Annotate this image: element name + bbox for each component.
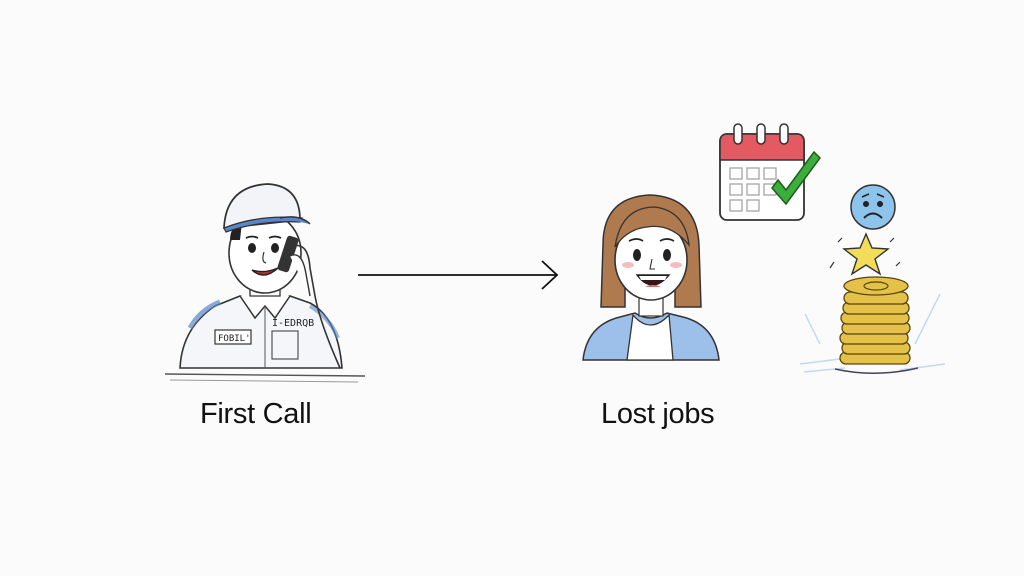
coin-stack-icon [799, 276, 946, 374]
star-icon [829, 232, 901, 276]
badge-left-text: FOBIL' [218, 334, 251, 344]
node-label-first-call: First Call [200, 398, 312, 430]
node-label-lost-jobs: Lost jobs [601, 398, 715, 430]
technician-figure: FOBIL' I-EDRQB [164, 183, 366, 383]
badge-right-text: I-EDRQB [272, 318, 314, 329]
woman-figure [582, 194, 720, 361]
arrow-connector [358, 260, 559, 290]
sad-face-icon [850, 184, 896, 230]
calendar-check-icon [719, 123, 821, 221]
